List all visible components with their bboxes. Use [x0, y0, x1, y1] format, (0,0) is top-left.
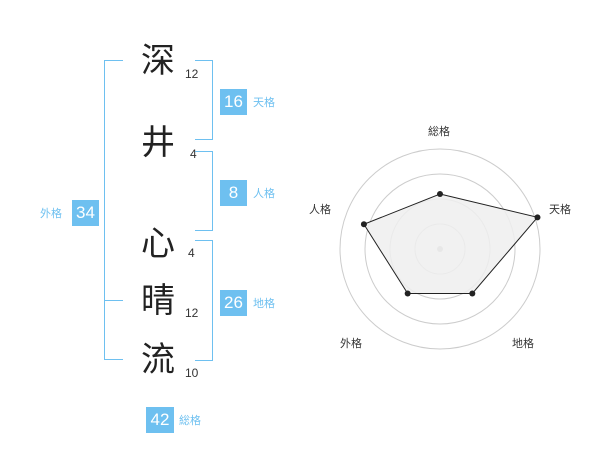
stroke-count-2: 4	[190, 147, 197, 161]
radar-axis-label-jinkaku: 人格	[309, 203, 331, 216]
chikaku-value: 26	[220, 290, 247, 316]
chikaku-bracket	[195, 240, 213, 361]
stroke-count-1: 12	[185, 67, 199, 81]
gaikaku-label: 外格	[40, 207, 62, 220]
radar-ring-4	[339, 148, 541, 350]
radar-ring-3	[364, 173, 516, 325]
jinkaku-label: 人格	[253, 187, 275, 200]
name-char-1: 深	[141, 41, 175, 81]
stroke-count-5: 10	[185, 366, 199, 380]
name-char-2: 井	[141, 123, 175, 163]
tenkaku-label: 天格	[253, 96, 275, 109]
tenkaku-value: 16	[220, 89, 247, 115]
stroke-count-4: 12	[185, 306, 199, 320]
radar-point-0	[437, 191, 443, 197]
name-char-5: 流	[141, 340, 175, 380]
name-char-3: 心	[141, 224, 175, 264]
radar-point-1	[534, 214, 541, 221]
jinkaku-bracket	[195, 151, 213, 231]
name-char-4: 晴	[141, 281, 175, 321]
gaikaku-bracket-lower	[104, 299, 123, 360]
radar-point-3	[404, 290, 411, 297]
radar-point-4	[360, 221, 367, 228]
radar-point-2	[469, 290, 476, 297]
gaikaku-bracket-upper	[104, 60, 123, 301]
gaikaku-value: 34	[72, 200, 99, 226]
radar-polygon	[363, 193, 539, 294]
radar-axis-label-tenkaku: 天格	[549, 203, 571, 216]
soukaku-value: 42	[146, 407, 174, 433]
radar-axis-label-chikaku: 地格	[512, 337, 534, 350]
radar-axis-label-gaikaku: 外格	[340, 337, 362, 350]
stroke-count-3: 4	[188, 246, 195, 260]
radar-axis-label-soukaku: 総格	[428, 125, 450, 138]
soukaku-label: 総格	[179, 414, 201, 427]
chikaku-label: 地格	[253, 297, 275, 310]
jinkaku-value: 8	[220, 180, 247, 206]
tenkaku-bracket	[195, 60, 213, 140]
